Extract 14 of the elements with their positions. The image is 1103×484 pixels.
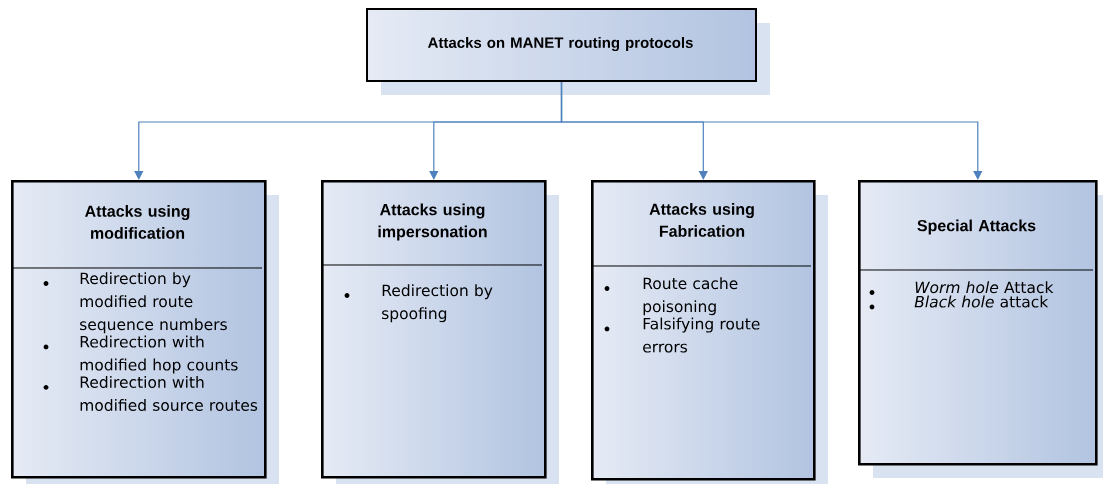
bullet-item: Falsifying route errors <box>604 317 760 353</box>
bullet-item: Redirection with modified hop counts <box>43 335 238 374</box>
bullet-item: Route cache poisoning <box>604 277 738 316</box>
box-heading: Attacks using Fabrication <box>649 203 754 237</box>
bullet-item: Redirection with modified source routes <box>43 376 258 411</box>
arrow <box>560 81 983 180</box>
box-heading: Attacks using modification <box>85 205 190 239</box>
bullet-item: Black hole attack <box>869 295 1049 310</box>
title-box: Attacks on MANET routing protocols <box>366 8 757 82</box>
box-heading: Special Attacks <box>917 219 1036 235</box>
bullet-item: Redirection by spoofing <box>344 284 493 323</box>
box-heading: Attacks using impersonation <box>378 203 487 241</box>
bullet-item: Worm hole Attack <box>869 281 1054 295</box>
bullet-item: Redirection by modified route sequence numbers <box>43 272 227 334</box>
